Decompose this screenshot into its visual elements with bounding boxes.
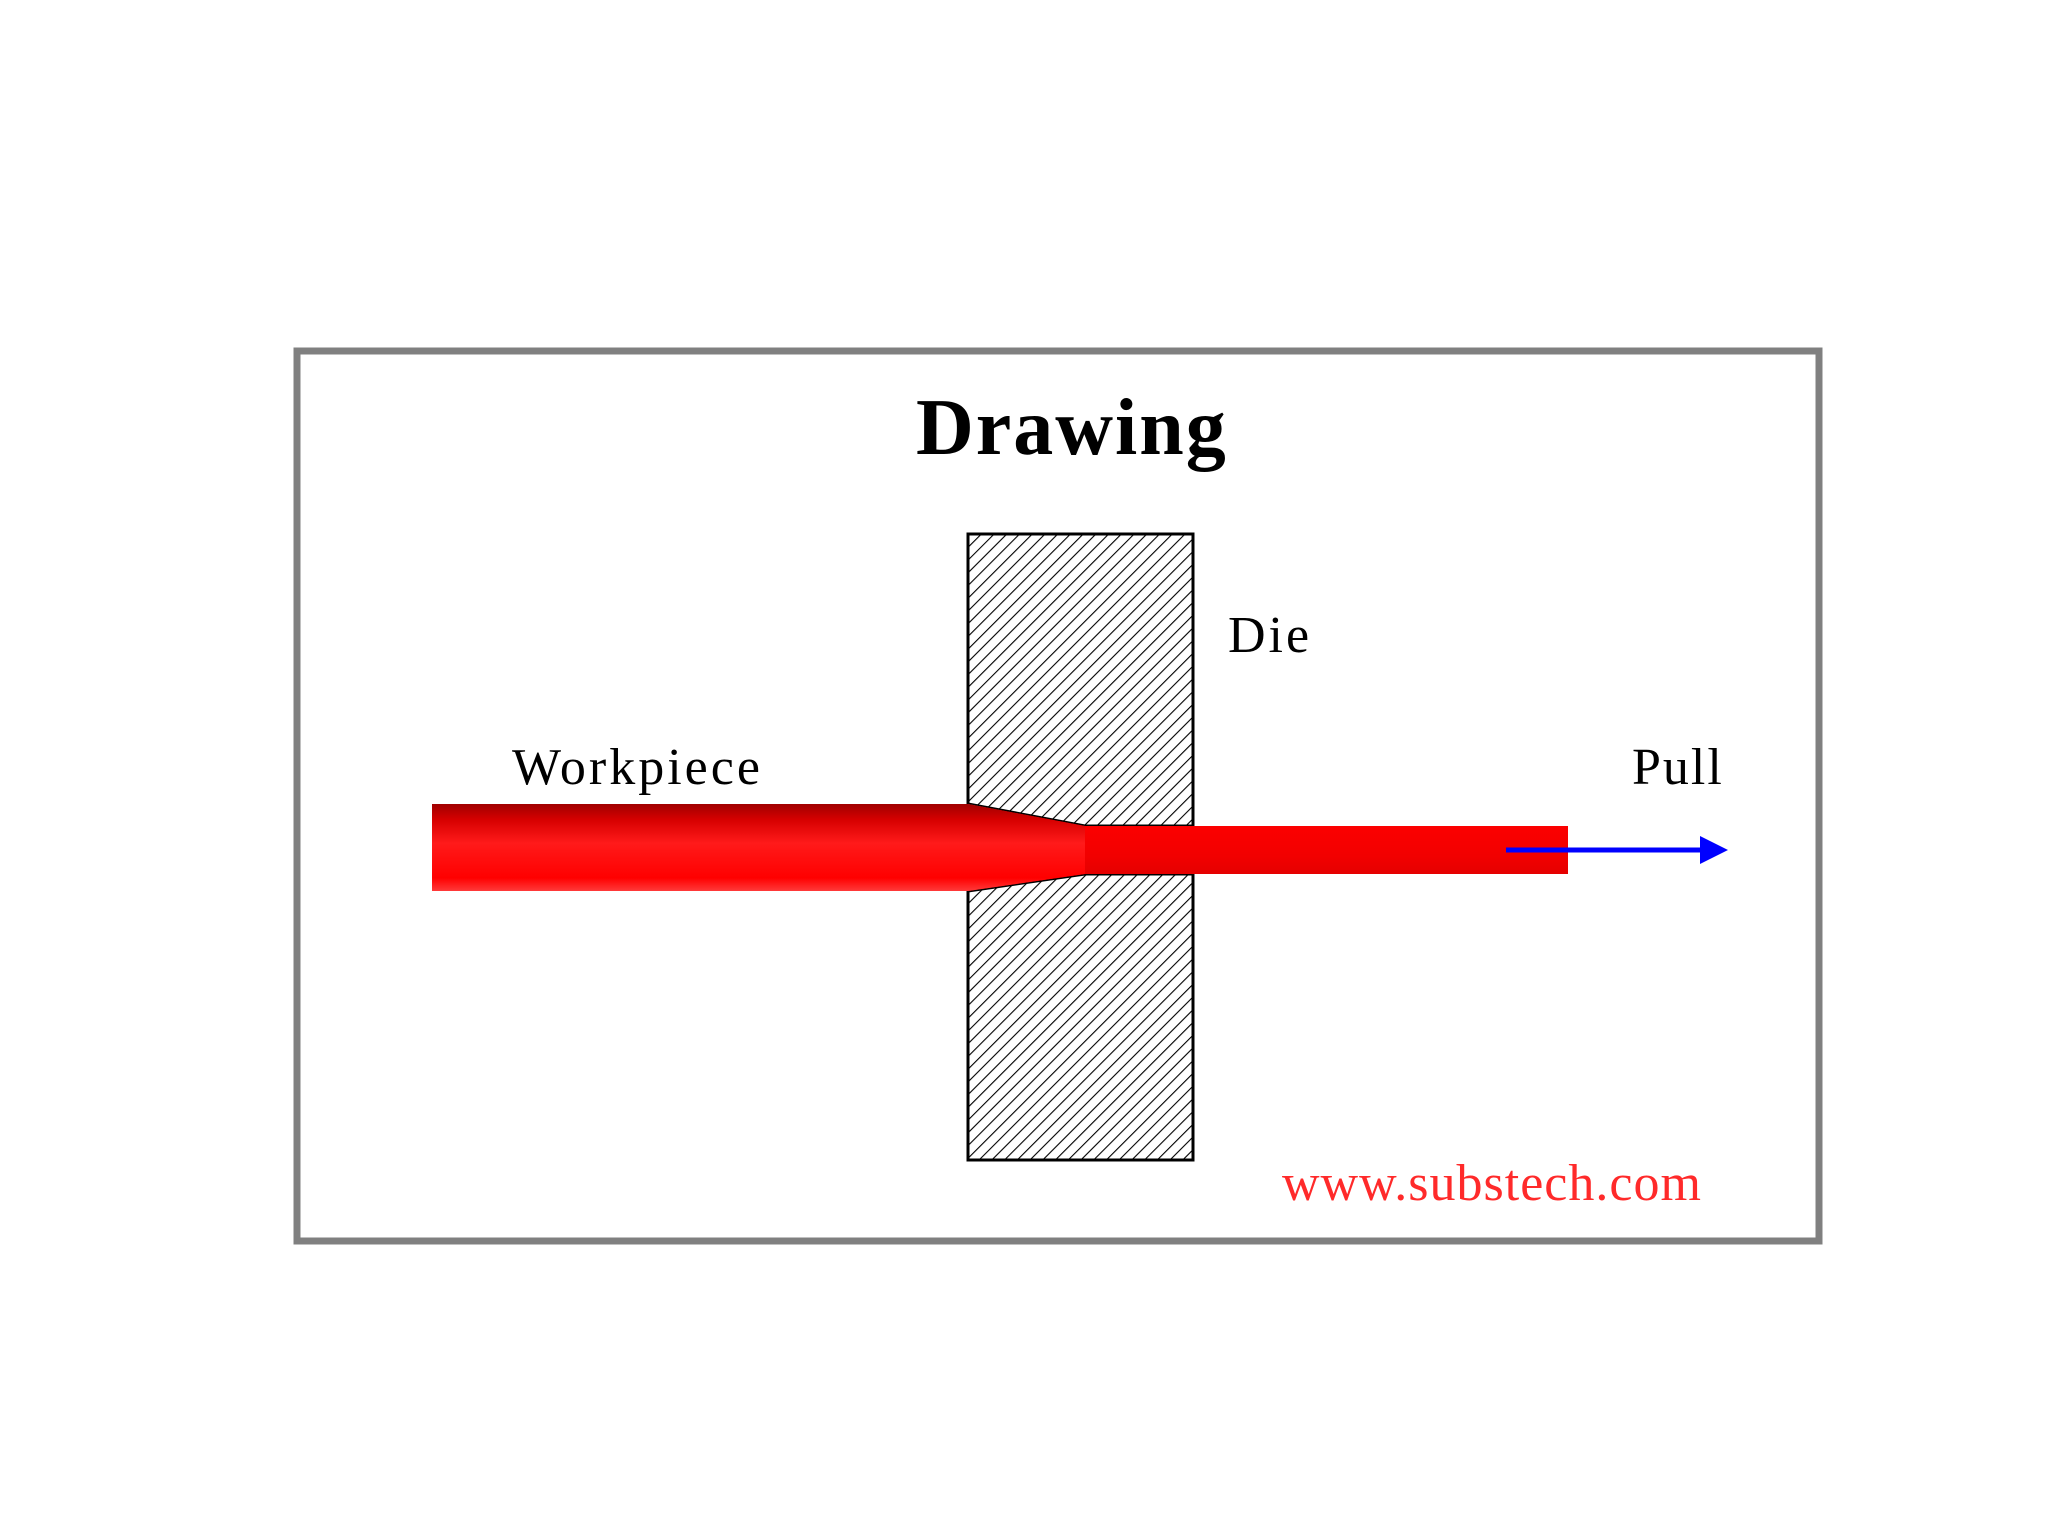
source-watermark: www.substech.com [1282,1155,1702,1212]
die-label: Die [1228,607,1313,664]
workpiece-label: Workpiece [512,739,763,796]
die-lower [966,872,1195,1162]
diagram-title: Drawing [916,384,1228,472]
die-upper [966,532,1195,828]
workpiece-thick-section [432,804,968,891]
arrow-right-icon [1700,836,1728,864]
pull-label: Pull [1632,739,1724,796]
workpiece-taper [968,804,1085,891]
